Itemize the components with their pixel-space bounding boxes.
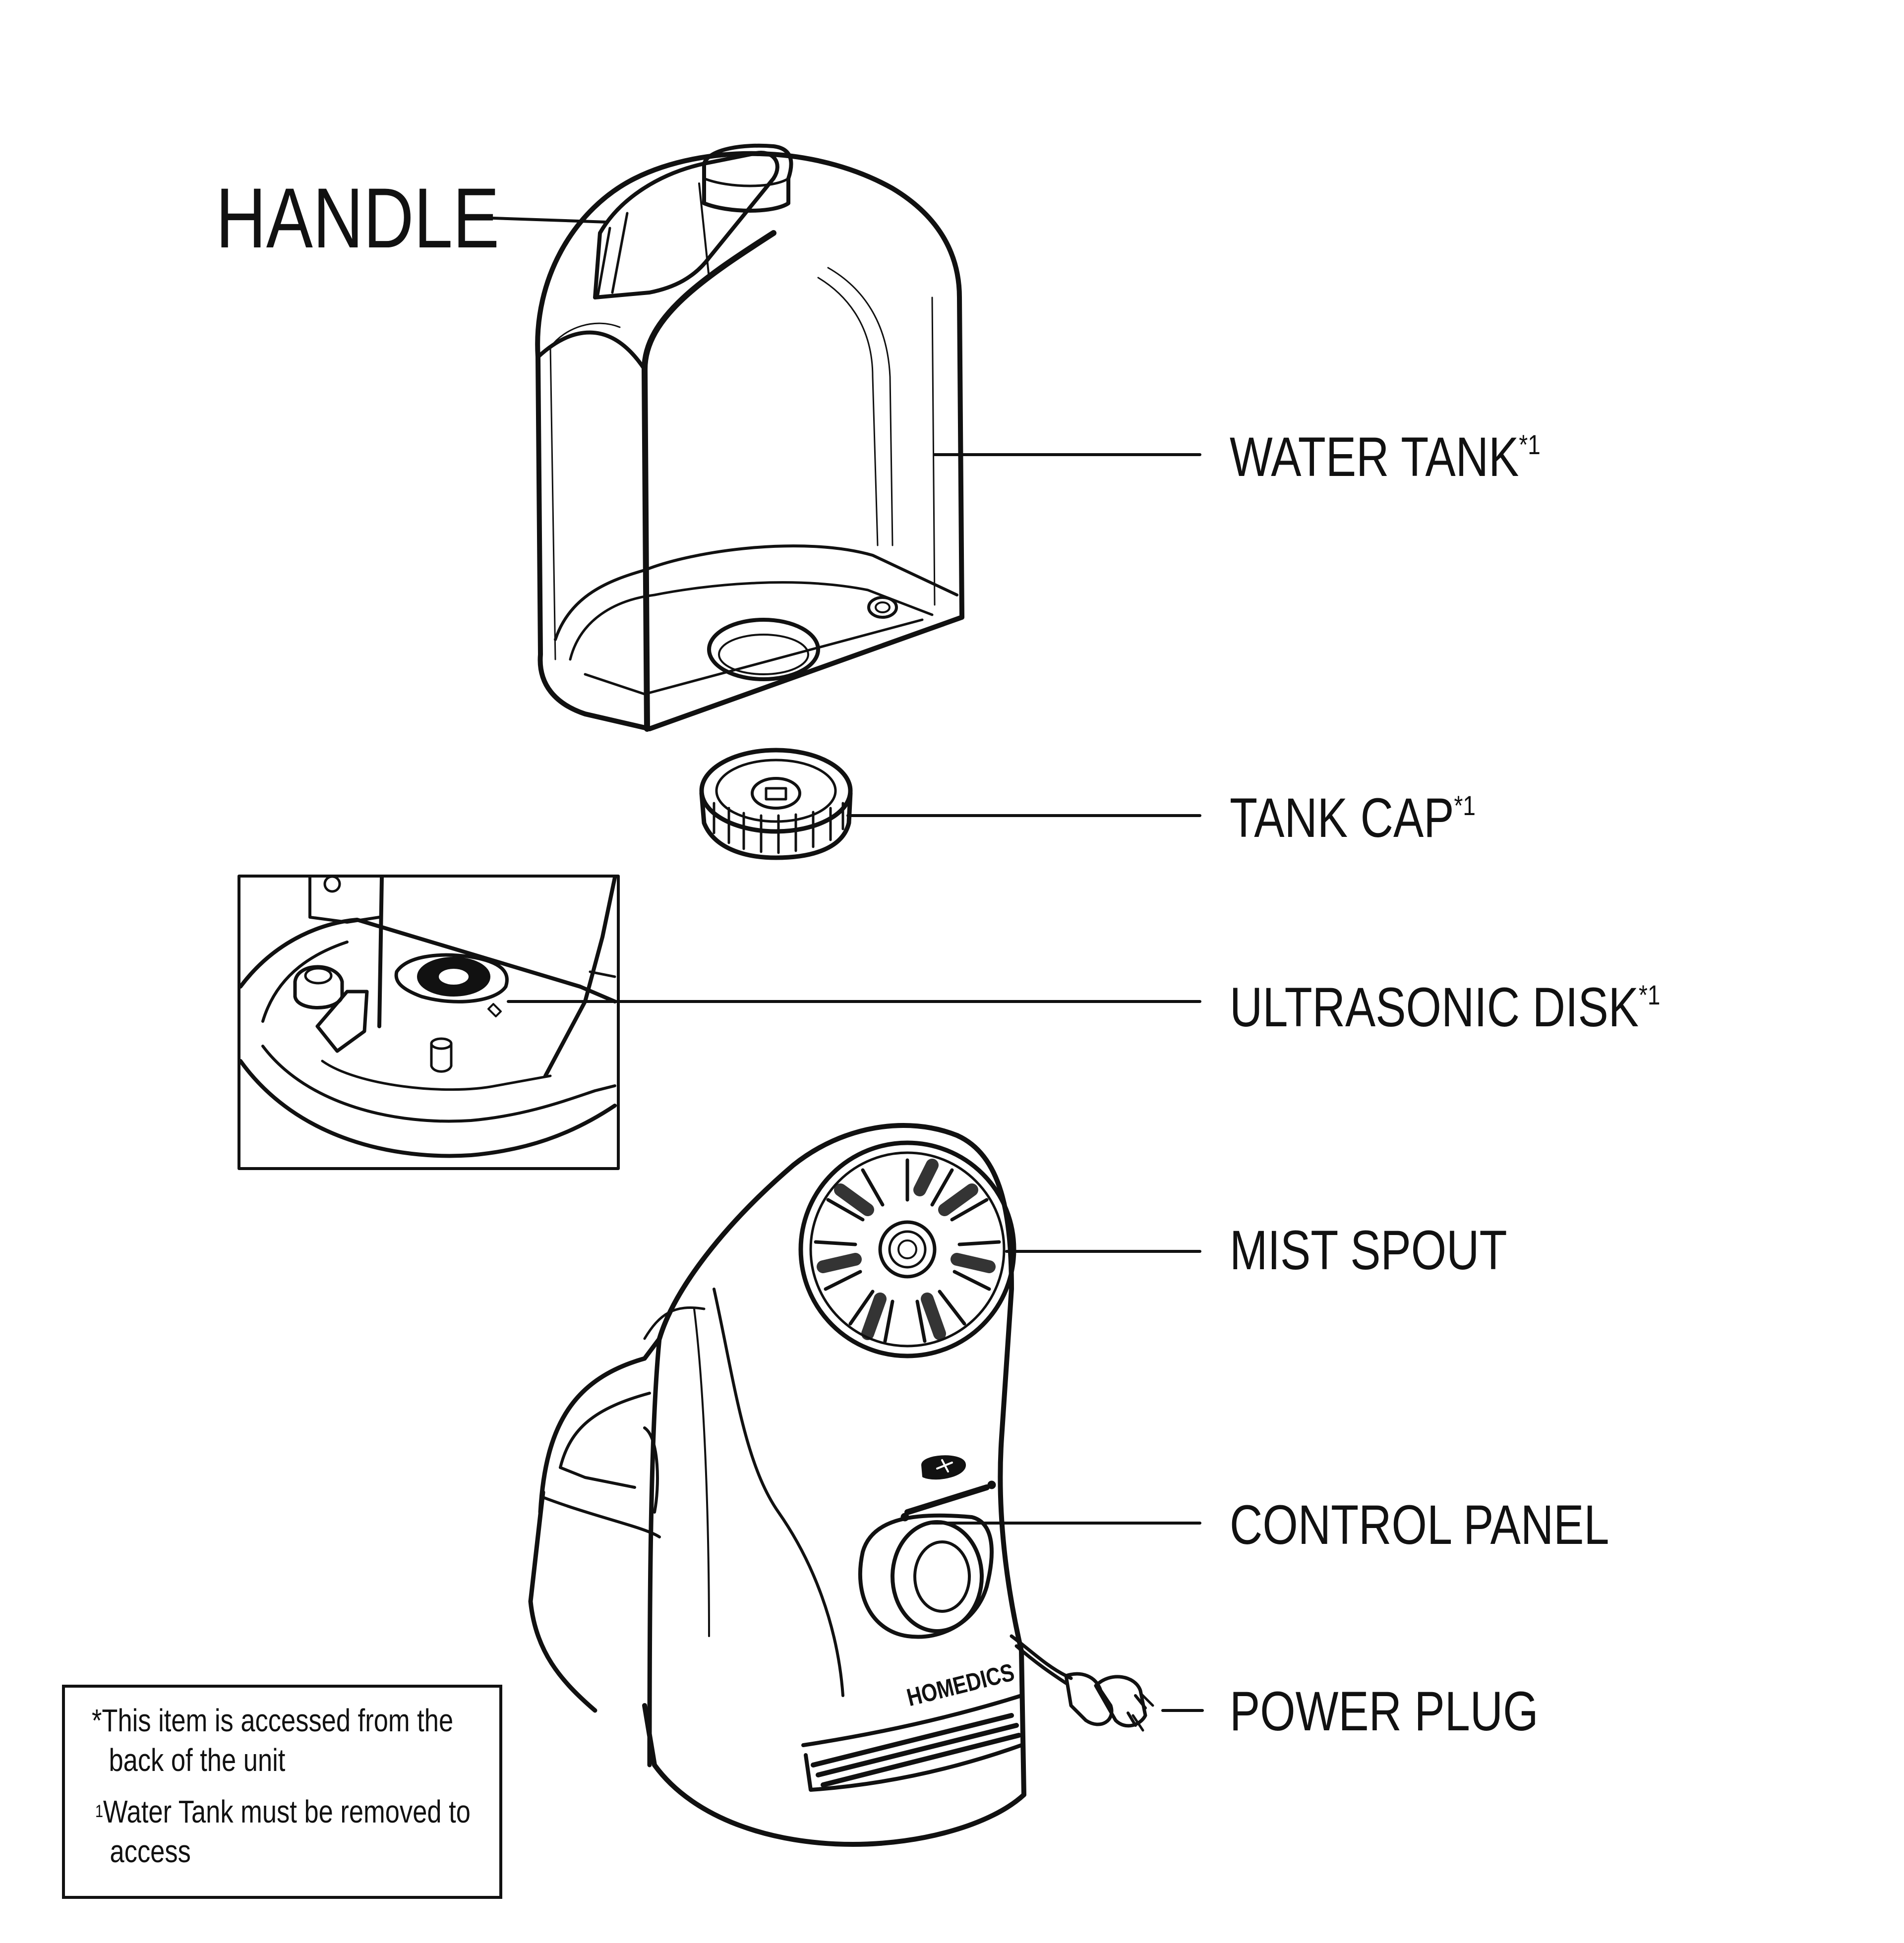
base-unit-drawing [528, 1123, 1154, 1847]
label-ultrasonic-disk-text: ULTRASONIC DISK [1230, 976, 1639, 1038]
footnote-2-marker: 1 [95, 1802, 104, 1821]
footnote-2: 1Water Tank must be removed to access [95, 1792, 502, 1871]
label-power-plug-text: POWER PLUG [1230, 1680, 1539, 1742]
label-tank-cap: TANK CAP*1 [1230, 790, 1476, 846]
footnote-box [62, 1685, 502, 1899]
ultrasonic-disk-inset [238, 875, 620, 1170]
label-ultrasonic-disk: ULTRASONIC DISK*1 [1230, 980, 1660, 1035]
footnote-marker: *1 [1638, 979, 1661, 1010]
footnote-marker: *1 [1519, 428, 1541, 460]
label-water-tank-text: WATER TANK [1230, 426, 1519, 488]
footnote-2-text: Water Tank must be removed to [103, 1794, 471, 1829]
water-tank-drawing [535, 143, 964, 732]
label-mist-spout: MIST SPOUT [1230, 1223, 1507, 1278]
tank-cap-drawing [699, 748, 853, 860]
footnote-1-line-2: back of the unit [109, 1742, 286, 1778]
label-handle: HANDLE [216, 176, 499, 261]
label-power-plug: POWER PLUG [1230, 1684, 1539, 1739]
footnote-1: *This item is accessed from the back of … [92, 1701, 498, 1780]
footnote-2-line-1: 1Water Tank must be removed to [95, 1792, 502, 1831]
leader-lines [492, 217, 1204, 1712]
footnote-marker: *1 [1454, 789, 1476, 821]
label-tank-cap-text: TANK CAP [1230, 787, 1454, 849]
label-handle-text: HANDLE [216, 171, 500, 266]
footnote-1-line-1: *This item is accessed from the [92, 1703, 454, 1738]
label-control-panel-text: CONTROL PANEL [1230, 1494, 1609, 1556]
label-control-panel: CONTROL PANEL [1230, 1497, 1609, 1553]
label-water-tank: WATER TANK*1 [1230, 429, 1541, 485]
label-mist-spout-text: MIST SPOUT [1230, 1219, 1507, 1281]
footnote-2-line-2: access [110, 1833, 191, 1869]
